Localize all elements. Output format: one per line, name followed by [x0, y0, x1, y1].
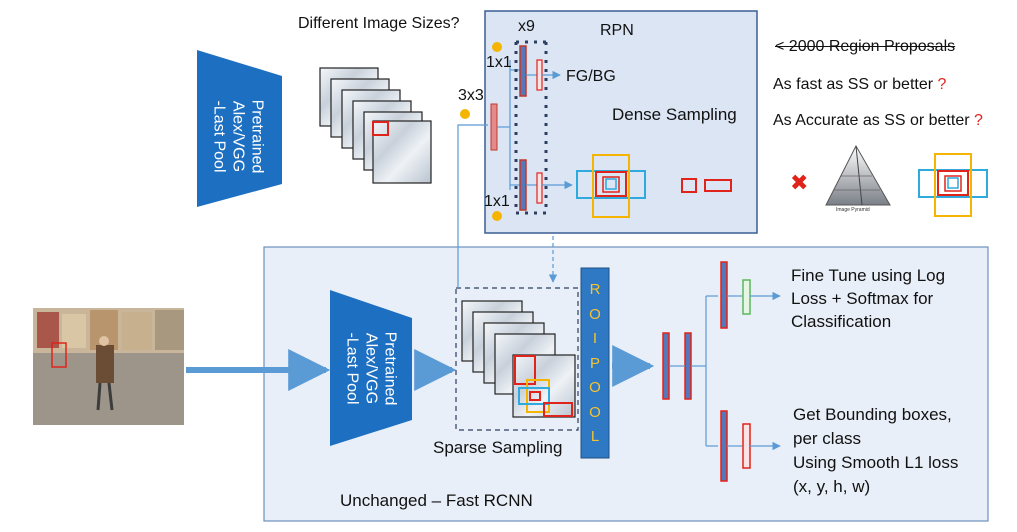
sparse-sampling-box — [455, 287, 579, 431]
backbone-top-line1: Pretrained — [248, 99, 266, 174]
rpn-internals — [460, 40, 573, 221]
conv-1x1-bottom-label: 1x1 — [484, 193, 510, 210]
box-line3: Using Smooth L1 loss — [793, 453, 959, 472]
feature-to-rpn-line — [457, 124, 488, 288]
different-sizes-question: Different Image Sizes? — [298, 15, 460, 32]
head-bars — [662, 261, 781, 482]
top-image-stack — [319, 67, 432, 184]
rpn-title: RPN — [600, 22, 634, 39]
backbone-bottom-shape — [330, 290, 412, 446]
cls-line1: Fine Tune using Log — [791, 266, 946, 285]
box-line4: (x, y, h, w) — [793, 477, 871, 496]
rpn-repeat-label: x9 — [518, 18, 535, 35]
bbox-head-text: Get Bounding boxes, per class Using Smoo… — [793, 403, 958, 499]
roi-letter: R — [589, 281, 601, 298]
accurate-note-text: As Accurate as SS or better — [773, 112, 974, 129]
dense-sampling-label: Dense Sampling — [612, 105, 737, 124]
cls-line3: Classification — [791, 312, 892, 331]
sparse-sampling-label: Sparse Sampling — [433, 438, 563, 457]
input-photo — [33, 308, 184, 425]
image-pyramid — [825, 144, 891, 206]
fast-note-mark: ? — [937, 76, 947, 93]
cls-line2: Loss + Softmax for — [791, 289, 934, 308]
anchor-boxes-rpn — [576, 154, 732, 218]
backbone-top-line2: Alex/VGG — [229, 100, 247, 173]
conv-3x3-label: 3x3 — [458, 87, 484, 104]
backbone-bottom-line3: -Last Pool — [343, 332, 361, 405]
accurate-note: As Accurate as SS or better ? — [773, 112, 983, 130]
roi-letter: O — [589, 379, 601, 396]
cross-icon: ✖ — [790, 170, 809, 195]
backbone-top-shape — [197, 50, 282, 207]
backbone-bottom-label: Pretrained Alex/VGG -Last Pool — [343, 309, 400, 429]
region-proposals-note: < 2000 Region Proposals — [775, 38, 956, 55]
box-line2: per class — [793, 429, 862, 448]
roi-letter: O — [589, 403, 601, 421]
roi-letter: P — [589, 354, 600, 372]
roi-pool-bar — [580, 267, 610, 459]
anchor-boxes-side — [918, 153, 988, 217]
pyramid-caption: Image Pyramid — [836, 207, 870, 213]
box-line1: Get Bounding boxes, — [793, 405, 952, 424]
roi-letter: I — [592, 330, 598, 347]
backbone-top-label: Pretrained Alex/VGG -Last Pool — [210, 77, 267, 197]
roi-pool-label: R O I P O O L — [581, 278, 609, 450]
backbone-top-line3: -Last Pool — [210, 100, 228, 173]
accurate-note-mark: ? — [973, 112, 983, 129]
fg-bg-label: FG/BG — [566, 68, 616, 85]
bottom-image-stack — [461, 300, 576, 418]
backbone-bottom-line2: Alex/VGG — [362, 332, 380, 405]
roi-letter: L — [590, 428, 600, 445]
conv-1x1-top-label: 1x1 — [486, 54, 512, 71]
fast-rcnn-footer: Unchanged – Fast RCNN — [340, 491, 533, 510]
backbone-bottom-line1: Pretrained — [381, 331, 399, 406]
fast-note-text: As fast as SS or better — [773, 76, 938, 93]
classification-head-text: Fine Tune using Log Loss + Softmax for C… — [791, 264, 945, 333]
roi-letter: O — [589, 305, 601, 323]
fast-note: As fast as SS or better ? — [773, 76, 946, 94]
